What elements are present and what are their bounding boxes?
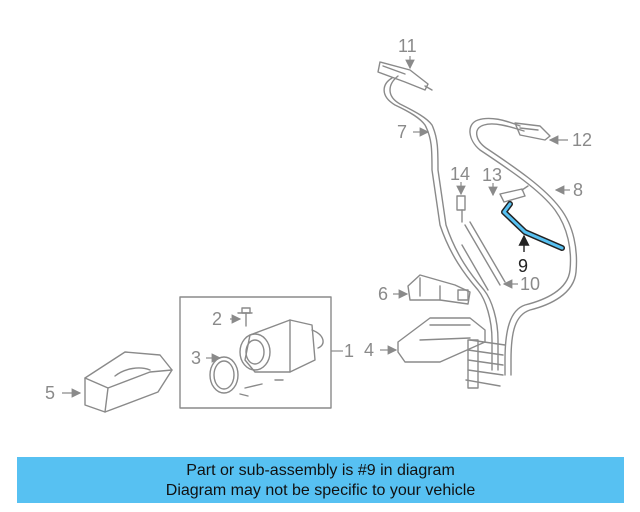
- part-14: [456, 195, 466, 223]
- callout-12: 12: [572, 130, 592, 150]
- abs-unit: [239, 319, 324, 373]
- callout-6: 6: [378, 284, 388, 304]
- part-2: [237, 307, 253, 327]
- callout-11: 11: [398, 36, 417, 56]
- callout-7: 7: [397, 122, 407, 142]
- part-12: [514, 122, 551, 141]
- part-5: [84, 351, 173, 413]
- caption-banner: Part or sub-assembly is #9 in diagram Di…: [17, 457, 624, 503]
- callout-5: 5: [45, 383, 55, 403]
- part-6: [407, 274, 471, 305]
- caption-line-2: Diagram may not be specific to your vehi…: [165, 482, 476, 499]
- part-4: [397, 317, 486, 363]
- part-11: [377, 61, 433, 91]
- callout-10: 10: [520, 274, 540, 294]
- brake-line-7: [383, 75, 499, 371]
- callout-8: 8: [573, 180, 583, 200]
- part-13: [499, 185, 529, 203]
- callout-4: 4: [364, 340, 374, 360]
- caption-line-1: Part or sub-assembly is #9 in diagram: [186, 462, 455, 479]
- callout-2: 2: [212, 309, 222, 329]
- part-3: [209, 356, 284, 397]
- highlighted-part-9: [501, 201, 565, 251]
- parts-diagram: 11 12 7 8 14 13 9 10 6 4 1 2 3 5: [45, 36, 592, 413]
- callout-1: 1: [344, 341, 354, 361]
- callout-14: 14: [450, 164, 470, 184]
- hose-10: [461, 221, 506, 291]
- callout-13: 13: [482, 165, 502, 185]
- brake-line-8: [469, 117, 578, 376]
- callout-9: 9: [518, 256, 528, 276]
- assembly-box: [179, 296, 332, 409]
- callout-3: 3: [191, 348, 201, 368]
- line-fittings: [465, 339, 506, 389]
